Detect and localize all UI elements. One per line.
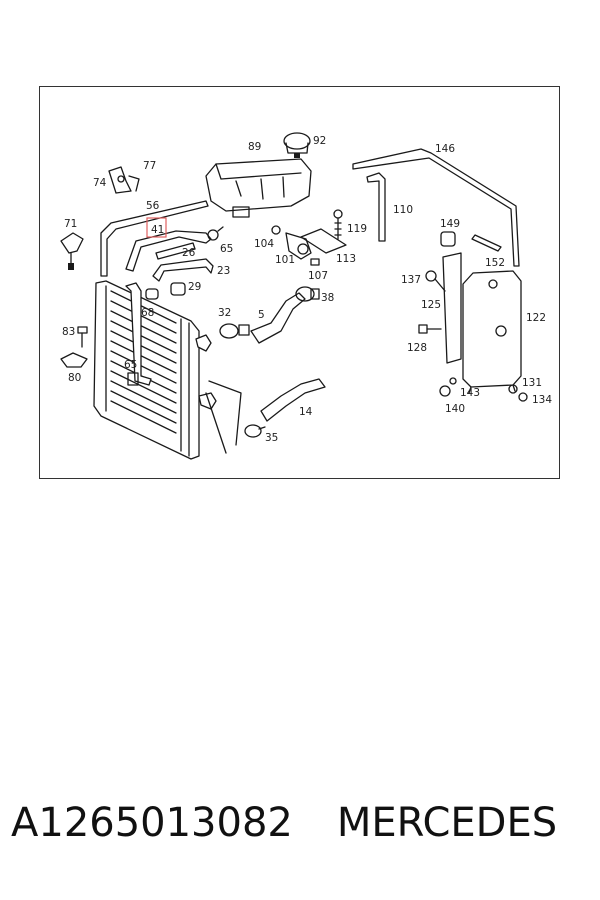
label-74: 74 — [93, 177, 107, 189]
hose-56 — [100, 200, 209, 277]
clip-77-74 — [108, 166, 140, 194]
clamp-35 — [244, 424, 266, 438]
bolt-128 — [418, 324, 442, 334]
label-35: 35 — [265, 432, 278, 444]
label-143: 143 — [460, 387, 480, 399]
hose-14 — [260, 378, 326, 422]
parts-149-152 — [440, 231, 502, 252]
nuts-131-134 — [508, 384, 528, 402]
label-14: 14 — [299, 406, 313, 418]
label-122: 122 — [526, 312, 546, 324]
label-92: 92 — [313, 135, 326, 147]
label-152: 152 — [485, 257, 505, 269]
label-77: 77 — [143, 160, 156, 172]
label-5: 5 — [258, 309, 265, 321]
label-128: 128 — [407, 342, 427, 354]
brand-name: MERCEDES — [336, 800, 558, 846]
hose-23 — [152, 258, 214, 282]
hose-146 — [352, 148, 520, 267]
bolt-83 — [77, 326, 88, 348]
part-caption: A1265013082 MERCEDES — [11, 800, 591, 864]
label-65b: 65 — [124, 359, 137, 371]
label-65a: 65 — [220, 243, 233, 255]
label-56: 56 — [146, 200, 160, 212]
hose-5 — [250, 292, 306, 344]
clamp-68 — [145, 288, 159, 300]
o-ring-104 — [271, 225, 281, 235]
bracket-113 — [300, 228, 347, 254]
label-119: 119 — [347, 223, 367, 235]
highlight-box — [146, 217, 167, 238]
hose-26 — [155, 242, 196, 260]
screw-119 — [333, 209, 343, 240]
label-32: 32 — [218, 307, 231, 319]
label-137: 137 — [401, 274, 421, 286]
clip-80 — [60, 352, 88, 368]
hose-110 — [366, 172, 386, 242]
label-71: 71 — [64, 218, 77, 230]
label-125: 125 — [421, 299, 441, 311]
label-80: 80 — [68, 372, 81, 384]
label-23: 23 — [217, 265, 230, 277]
parts-diagram: 89 92 146 77 74 56 41 26 65 104 110 119 … — [39, 86, 560, 479]
clamp-65a — [207, 226, 224, 241]
label-38: 38 — [321, 292, 334, 304]
bracket-125 — [425, 252, 462, 364]
label-68: 68 — [141, 307, 154, 319]
part-number: A1265013082 — [11, 800, 293, 846]
label-83: 83 — [62, 326, 75, 338]
label-104: 104 — [254, 238, 274, 250]
cooling-system-exploded-view: 89 92 146 77 74 56 41 26 65 104 110 119 … — [60, 132, 552, 460]
leader-lines — [205, 380, 242, 454]
label-140: 140 — [445, 403, 465, 415]
expansion-tank — [205, 158, 312, 218]
label-134: 134 — [532, 394, 552, 406]
clamp-29 — [170, 282, 186, 296]
nuts-140-143 — [439, 377, 457, 397]
label-89: 89 — [248, 141, 261, 153]
hose-41 — [125, 230, 212, 272]
bracket-71 — [60, 232, 84, 270]
radiator-cap — [283, 132, 311, 158]
label-146: 146 — [435, 143, 455, 155]
label-131: 131 — [522, 377, 542, 389]
label-26: 26 — [182, 247, 196, 259]
label-149: 149 — [440, 218, 460, 230]
part-107 — [310, 258, 320, 266]
label-41: 41 — [151, 224, 164, 236]
reservoir-122 — [462, 270, 522, 394]
radiator — [93, 280, 217, 460]
label-101: 101 — [275, 254, 295, 266]
label-29: 29 — [188, 281, 201, 293]
label-107: 107 — [308, 270, 328, 282]
clamp-38 — [295, 286, 320, 302]
clamp-32 — [219, 323, 250, 339]
label-113: 113 — [336, 253, 356, 265]
label-110: 110 — [393, 204, 413, 216]
